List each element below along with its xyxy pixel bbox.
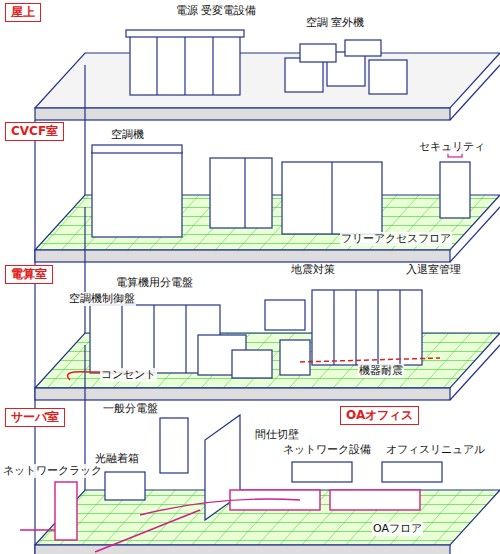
part-label: ネットワークラック	[2, 464, 103, 478]
heading-text: 屋上	[11, 5, 35, 19]
part-label: 間仕切壁	[254, 428, 300, 442]
floor-heading: サーバ室	[5, 408, 65, 427]
part-label: セキュリティ	[418, 140, 486, 154]
part-label: 空調機制御盤	[68, 292, 136, 306]
floor-heading: 電算室	[5, 265, 53, 284]
part-label: 地震対策	[290, 263, 336, 277]
part-label: ネットワーク設備	[282, 443, 372, 457]
heading-text: OAオフィス	[346, 408, 413, 422]
part-label: コンセント	[100, 368, 157, 382]
part-label: 機器耐震	[358, 364, 404, 378]
part-label: オフィスリニュアル	[385, 443, 486, 457]
heading-text: CVCF室	[11, 124, 58, 138]
part-label: 入退室管理	[405, 263, 462, 277]
part-label: OAフロア	[372, 522, 423, 536]
part-label: 空調機	[110, 128, 145, 142]
heading-text: サーバ室	[11, 410, 59, 424]
floor-heading: CVCF室	[5, 122, 64, 141]
part-label: 電源 受変電設備	[175, 4, 258, 18]
floor-heading: 屋上	[5, 3, 41, 22]
part-label: 一般分電盤	[102, 402, 159, 416]
floor-heading: OAオフィス	[340, 406, 419, 425]
part-label: 電算機用分電盤	[115, 276, 194, 290]
heading-text: 電算室	[11, 267, 47, 281]
part-label: フリーアクセスフロア	[340, 232, 452, 246]
part-label: 空調 室外機	[305, 16, 366, 30]
